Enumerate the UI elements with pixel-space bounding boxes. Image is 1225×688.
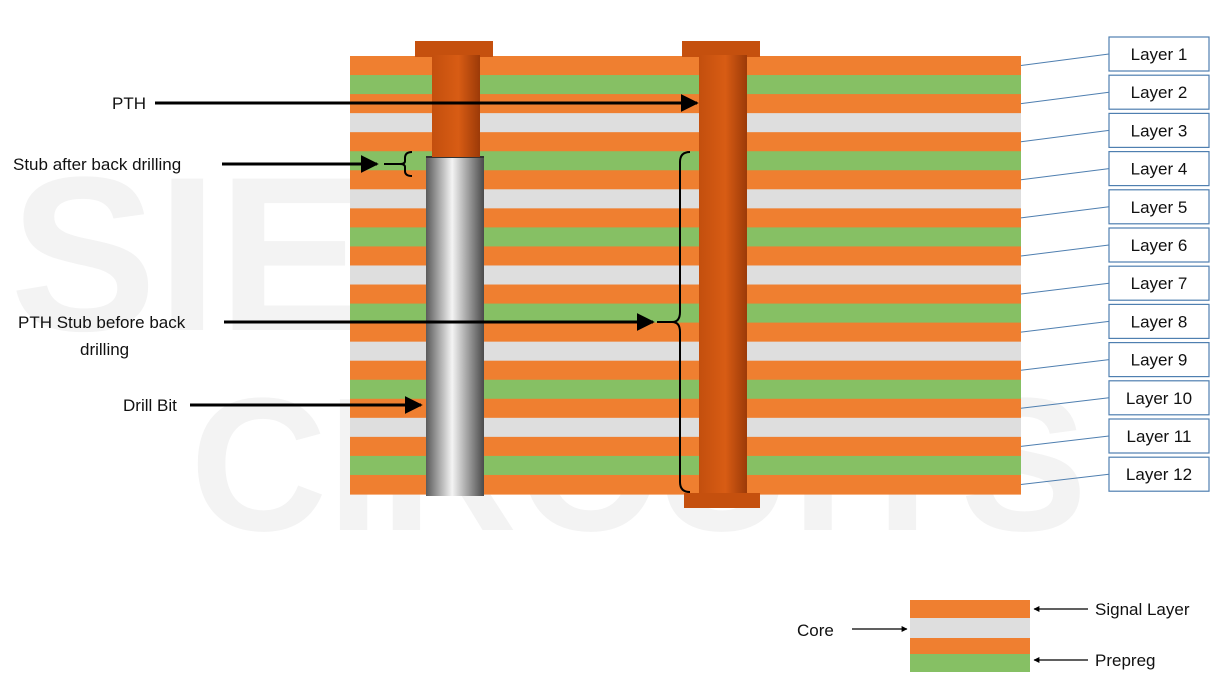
stack-stripe-core — [350, 113, 1021, 133]
drill-bit-label: Drill Bit — [123, 396, 177, 415]
layer-label-box — [1108, 456, 1210, 492]
drill-bit — [426, 157, 484, 496]
layer-stack — [350, 56, 1021, 495]
layer-label-box — [1108, 303, 1210, 339]
layer-connector-line — [1020, 282, 1110, 295]
stack-stripe-signal — [350, 398, 1021, 419]
layer-connector-line — [1020, 435, 1110, 447]
layer-label-box — [1108, 189, 1210, 225]
layer-connector-line — [1020, 206, 1110, 219]
layer-label-text: Layer 11 — [1127, 427, 1192, 446]
legend-core — [910, 618, 1030, 638]
layer-label-box — [1108, 342, 1210, 378]
right-pth-cap-top — [682, 41, 760, 57]
layer-connector-line — [1020, 397, 1110, 409]
stack-stripe-prepreg — [350, 303, 1021, 324]
stack-stripe-signal — [350, 474, 1021, 495]
layer-label-text: Layer 10 — [1126, 389, 1192, 408]
stack-stripe-signal — [350, 284, 1021, 305]
layer-label-text: Layer 3 — [1131, 121, 1188, 140]
stack-stripe-signal — [350, 208, 1021, 228]
layer-label-text: Layer 1 — [1131, 45, 1188, 64]
stack-stripe-core — [350, 265, 1021, 286]
right-pth-cap-bottom — [684, 493, 760, 508]
layer-label-box — [1108, 227, 1210, 263]
layer-label-box — [1108, 112, 1210, 149]
layer-connector-line — [1020, 129, 1110, 143]
layer-label-box — [1108, 151, 1210, 187]
right-pth-barrel — [699, 55, 747, 495]
left-pth-barrel — [432, 55, 480, 157]
layer-label-text: Layer 9 — [1131, 351, 1188, 370]
layer-label-box — [1108, 265, 1210, 301]
legend-signal-top — [910, 600, 1030, 618]
left-pth-cap — [415, 41, 493, 57]
legend-signal-label: Signal Layer — [1095, 600, 1190, 619]
stack-stripe-prepreg — [350, 227, 1021, 248]
stub-after-label: Stub after back drilling — [13, 155, 181, 174]
stack-stripe-signal — [350, 322, 1021, 343]
stack-stripe-core — [350, 189, 1021, 209]
stack-stripe-signal — [350, 132, 1021, 152]
layer-label-box — [1108, 36, 1210, 72]
stack-stripe-prepreg — [350, 151, 1021, 171]
pth-label: PTH — [112, 94, 146, 113]
layer-label-boxes: Layer 1 Layer 2 Layer 3 Layer 4 Layer 5 Layer… — [1020, 36, 1210, 492]
stack-stripe-prepreg — [350, 75, 1021, 95]
stack-stripe-prepreg — [350, 455, 1021, 476]
layer-label-text: Layer 7 — [1131, 274, 1188, 293]
layer-connector-line — [1020, 168, 1110, 181]
legend-core-label: Core — [797, 621, 834, 640]
layer-label-box — [1108, 74, 1210, 110]
stack-stripe-signal — [350, 436, 1021, 457]
legend: Core Signal Layer Prepreg — [797, 600, 1190, 672]
callouts: PTH Stub after back drilling PTH Stub be… — [13, 94, 699, 493]
stack-stripe-core — [350, 341, 1021, 362]
layer-label-text: Layer 2 — [1131, 83, 1188, 102]
layer-label-text: Layer 8 — [1131, 312, 1188, 331]
layer-label-text: Layer 5 — [1131, 198, 1188, 217]
layer-label-box — [1108, 418, 1210, 454]
layer-connector-line — [1020, 53, 1110, 66]
legend-signal-bottom — [910, 638, 1030, 654]
stub-before-label-line2: drilling — [80, 340, 129, 359]
stack-stripe-signal — [350, 170, 1021, 190]
layer-connector-line — [1020, 244, 1110, 257]
layer-label-text: Layer 12 — [1126, 465, 1192, 484]
stack-stripe-signal — [350, 246, 1021, 267]
stack-stripe-signal — [350, 360, 1021, 381]
stack-stripe-prepreg — [350, 379, 1021, 400]
stack-stripe-core — [350, 417, 1021, 438]
layer-connector-line — [1020, 320, 1110, 333]
layer-connector-line — [1020, 91, 1110, 105]
layer-connector-line — [1020, 473, 1110, 485]
layer-connector-line — [1020, 359, 1110, 371]
legend-prepreg — [910, 654, 1030, 672]
stack-stripe-signal — [350, 56, 1021, 76]
layer-label-box — [1108, 380, 1210, 416]
layer-label-text: Layer 4 — [1131, 160, 1188, 179]
stub-before-label-line1: PTH Stub before back — [18, 313, 186, 332]
legend-prepreg-label: Prepreg — [1095, 651, 1155, 670]
layer-label-text: Layer 6 — [1131, 236, 1188, 255]
